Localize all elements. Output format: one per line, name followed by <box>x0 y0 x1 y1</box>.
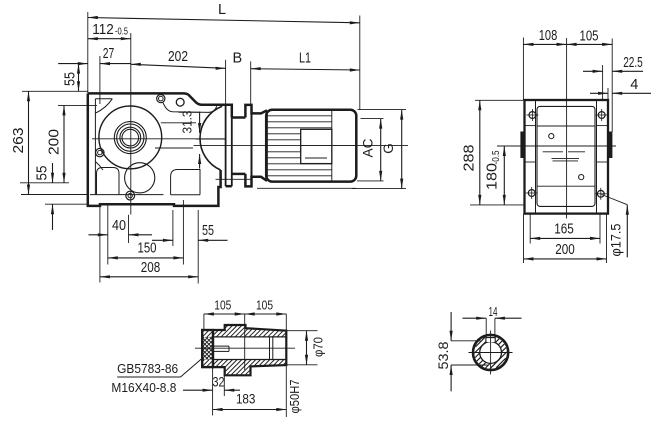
svg-text:180: 180 <box>485 163 501 190</box>
svg-text:40: 40 <box>112 218 126 234</box>
svg-text:105: 105 <box>214 298 231 312</box>
svg-text:200: 200 <box>47 129 63 155</box>
svg-text:31.3: 31.3 <box>180 111 195 134</box>
svg-text:55: 55 <box>202 223 214 239</box>
svg-text:53.8: 53.8 <box>436 342 451 370</box>
svg-text:55: 55 <box>63 72 79 86</box>
svg-text:M16X40-8.8: M16X40-8.8 <box>111 380 176 395</box>
svg-text:150: 150 <box>138 240 157 256</box>
svg-text:208: 208 <box>141 260 161 276</box>
svg-text:14: 14 <box>489 304 498 319</box>
svg-text:B: B <box>232 50 242 66</box>
svg-text:φ50H7: φ50H7 <box>288 379 302 413</box>
svg-text:202: 202 <box>168 49 188 65</box>
svg-text:112: 112 <box>92 22 114 38</box>
svg-text:φ70: φ70 <box>311 337 326 357</box>
svg-text:183: 183 <box>236 391 256 406</box>
svg-text:AC: AC <box>361 138 376 157</box>
svg-text:φ17.5: φ17.5 <box>609 224 624 257</box>
svg-text:4: 4 <box>630 77 638 93</box>
svg-text:108: 108 <box>539 28 558 44</box>
svg-text:288: 288 <box>462 145 478 172</box>
svg-text:L: L <box>218 2 226 18</box>
svg-text:27: 27 <box>103 46 115 62</box>
svg-text:263: 263 <box>11 128 27 154</box>
svg-text:165: 165 <box>554 222 574 238</box>
svg-text:-0.5: -0.5 <box>491 150 502 164</box>
svg-text:105: 105 <box>580 28 599 44</box>
svg-text:200: 200 <box>555 242 575 258</box>
svg-text:105: 105 <box>256 298 273 312</box>
svg-text:55: 55 <box>35 166 51 181</box>
svg-text:32: 32 <box>213 374 225 390</box>
svg-text:GB5783-86: GB5783-86 <box>117 361 178 376</box>
svg-text:22.5: 22.5 <box>623 55 643 71</box>
svg-text:-0.5: -0.5 <box>115 27 128 38</box>
svg-text:G: G <box>381 143 396 154</box>
svg-text:L1: L1 <box>299 50 311 66</box>
